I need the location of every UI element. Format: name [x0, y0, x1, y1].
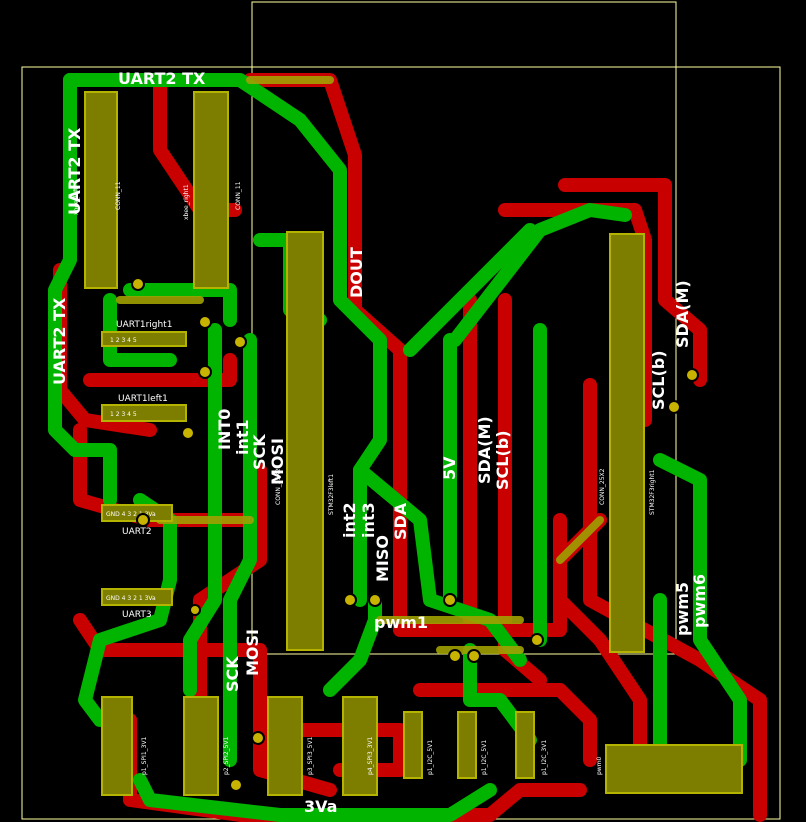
label-uart2-tx-left-lower: UART2 TX	[50, 297, 69, 385]
svg-text:p4_SPI3_3V1: p4_SPI3_3V1	[367, 736, 374, 775]
svg-text:UART3: UART3	[122, 610, 152, 620]
svg-text:p2_SPI2_5V1: p2_SPI2_5V1	[223, 736, 230, 775]
svg-text:p1_I2C_5V1: p1_I2C_5V1	[427, 740, 434, 775]
svg-text:CONN_11: CONN_11	[115, 181, 122, 210]
bottom-copper-traces	[48, 73, 747, 822]
svg-text:GND 4 3 2 1 3Va: GND 4 3 2 1 3Va	[106, 595, 156, 602]
uart1-left-header: UART1left1 1 2 3 4 5	[101, 394, 187, 422]
label-int2: int2	[340, 502, 359, 538]
svg-text:1 2 3 4 5: 1 2 3 4 5	[110, 337, 137, 344]
svg-text:STM32F3right1: STM32F3right1	[649, 469, 656, 515]
svg-text:p1_SPI1_3V1: p1_SPI1_3V1	[141, 736, 148, 775]
svg-text:CONN_25X2: CONN_25X2	[599, 468, 606, 505]
label-int3: int3	[359, 502, 378, 538]
svg-text:UART1left1: UART1left1	[118, 394, 168, 404]
label-pwm5: pwm5	[673, 582, 692, 636]
label-sda-m-mid: SDA(M)	[475, 416, 494, 484]
label-int1: int1	[233, 419, 252, 455]
svg-text:UART1right1: UART1right1	[116, 320, 172, 330]
svg-text:pwm0: pwm0	[596, 756, 603, 775]
label-sck-low: SCK	[223, 656, 242, 692]
label-5v: 5V	[440, 456, 459, 480]
label-dout: DOUT	[347, 247, 366, 298]
svg-text:UART2: UART2	[122, 527, 152, 537]
spi-i2c-headers: p1_SPI1_3V1 p2_SPI2_5V1 p3_SPI3_5V1 p4_S…	[101, 696, 743, 796]
svg-text:CONN_25X2: CONN_25X2	[275, 468, 282, 505]
label-3va: 3Va	[304, 797, 337, 816]
uart3-header: GND 4 3 2 1 3Va UART3	[101, 588, 173, 620]
label-pwm6: pwm6	[690, 574, 709, 628]
uart1-right-header: UART1right1 1 2 3 4 5	[101, 320, 187, 347]
label-scl-b-right: SCL(b)	[649, 350, 668, 410]
svg-text:xbee_right1: xbee_right1	[183, 184, 190, 220]
stm-right-header: STM32F3right1 CONN_25X2	[599, 233, 656, 653]
xbee-right-header: CONN_11 xbee_right1	[183, 91, 242, 289]
label-mosi-low: MOSI	[243, 629, 262, 676]
label-uart2-tx-top: UART2 TX	[118, 69, 206, 88]
label-uart2-tx-left-upper: UART2 TX	[65, 127, 84, 215]
label-miso: MISO	[373, 535, 392, 582]
xbee-left-header: CONN_11 xbee_left	[73, 91, 122, 289]
label-sck-mid: SCK	[250, 434, 269, 470]
overlap-traces	[116, 76, 604, 654]
label-int0: INT0	[215, 409, 234, 450]
svg-text:xbee_left: xbee_left	[73, 187, 80, 215]
label-scl-b-mid: SCL(b)	[493, 430, 512, 490]
vias	[131, 277, 699, 792]
label-mosi-mid: MOSI	[268, 438, 287, 485]
label-sda-m-right: SDA(M)	[673, 280, 692, 348]
svg-text:p3_SPI3_5V1: p3_SPI3_5V1	[307, 736, 314, 775]
svg-text:p1_I2C_3V1: p1_I2C_3V1	[541, 740, 548, 775]
svg-text:p1_I2C_5V1: p1_I2C_5V1	[481, 740, 488, 775]
svg-text:GND 4 3 2 1 3Va: GND 4 3 2 1 3Va	[106, 511, 156, 518]
svg-text:CONN_11: CONN_11	[235, 181, 242, 210]
label-sda: SDA	[391, 502, 410, 540]
label-pwm1: pwm1	[374, 613, 428, 632]
svg-text:1 2 3 4 5: 1 2 3 4 5	[110, 411, 137, 418]
stm-left-header: STM32F3left1 CONN_25X2	[275, 231, 335, 651]
svg-text:STM32F3left1: STM32F3left1	[328, 474, 335, 515]
